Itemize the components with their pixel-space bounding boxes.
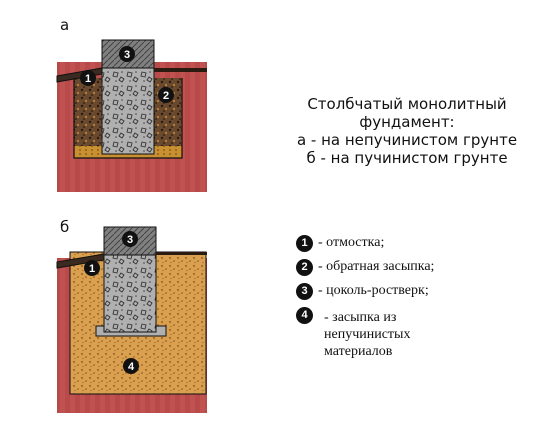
caption-line-4: б - на пучинистом грунте [306, 149, 508, 167]
caption-line-3: а - на непучинистом грунте [296, 131, 518, 149]
marker-1-b [84, 260, 100, 276]
marker-2-a-label: 2 [163, 90, 169, 102]
legend-number: 4 [296, 307, 313, 324]
marker-3-a [119, 46, 135, 62]
marker-3-a-label: 3 [124, 49, 130, 61]
legend-text: - засыпка из непучинистых материалов [324, 310, 411, 359]
marker-4-b [123, 358, 139, 374]
diagram-b-label: б [60, 218, 69, 236]
marker-1-a-label: 1 [85, 73, 91, 85]
marker-1-b-label: 1 [89, 263, 95, 275]
diagram-a: 1 2 3 а [56, 16, 207, 192]
caption-line-1: Столбчатый монолитный [307, 95, 507, 113]
marker-1-a [80, 70, 96, 86]
pillar-a [101, 61, 155, 155]
marker-3-b-label: 3 [127, 234, 133, 246]
pillar-b [103, 251, 157, 333]
legend-text: - цоколь-ростверк; [318, 283, 429, 298]
legend-number: 2 [296, 259, 313, 276]
legend-text: - отмостка; [318, 235, 385, 250]
blind-area-b [56, 253, 105, 269]
legend-text: - обратная засыпка; [318, 259, 435, 274]
marker-4-b-label: 4 [128, 361, 135, 373]
marker-3-b [122, 231, 138, 247]
caption-line-2: фундамент: [359, 113, 455, 131]
diagram-b: 1 3 4 б [56, 218, 207, 413]
caption: Столбчатый монолитный фундамент: а - на … [262, 95, 552, 167]
legend-number: 1 [296, 235, 313, 252]
legend-number: 3 [296, 283, 313, 300]
diagram-a-label: а [60, 16, 69, 34]
marker-2-a [158, 87, 174, 103]
